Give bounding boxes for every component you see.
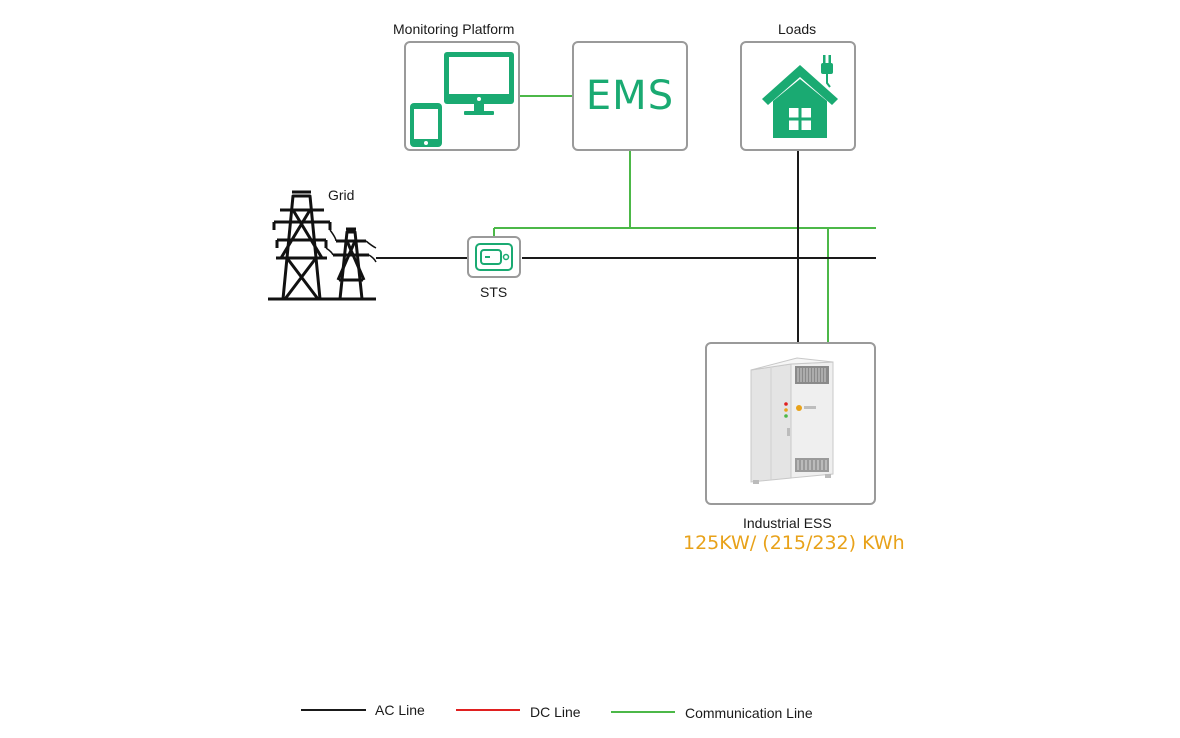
- desktop-monitor-icon: [410, 52, 514, 147]
- ess-cabinet-icon: [750, 357, 834, 484]
- communication-lines: [493, 95, 876, 343]
- grid-towers-icon: [268, 190, 377, 301]
- ems-box: EMS: [572, 41, 688, 151]
- industrial-ess-spec: 125KW/ (215/232) KWh: [683, 532, 905, 554]
- legend-comm-label: Communication Line: [685, 705, 813, 721]
- grid-label: Grid: [328, 187, 355, 203]
- monitoring-platform-label: Monitoring Platform: [393, 21, 515, 37]
- house-plug-icon: [762, 55, 838, 138]
- loads-box: [740, 41, 856, 151]
- industrial-ess-label: Industrial ESS: [743, 515, 832, 531]
- loads-label: Loads: [778, 21, 817, 37]
- monitoring-platform-box: [404, 41, 520, 151]
- ems-label: EMS: [585, 73, 675, 119]
- legend-dc-label: DC Line: [530, 704, 581, 720]
- legend-ac-label: AC Line: [375, 702, 425, 718]
- industrial-ess-box: [705, 342, 876, 505]
- sts-label: STS: [480, 284, 508, 300]
- sts-icon: [467, 236, 521, 278]
- ac-lines: [376, 150, 876, 343]
